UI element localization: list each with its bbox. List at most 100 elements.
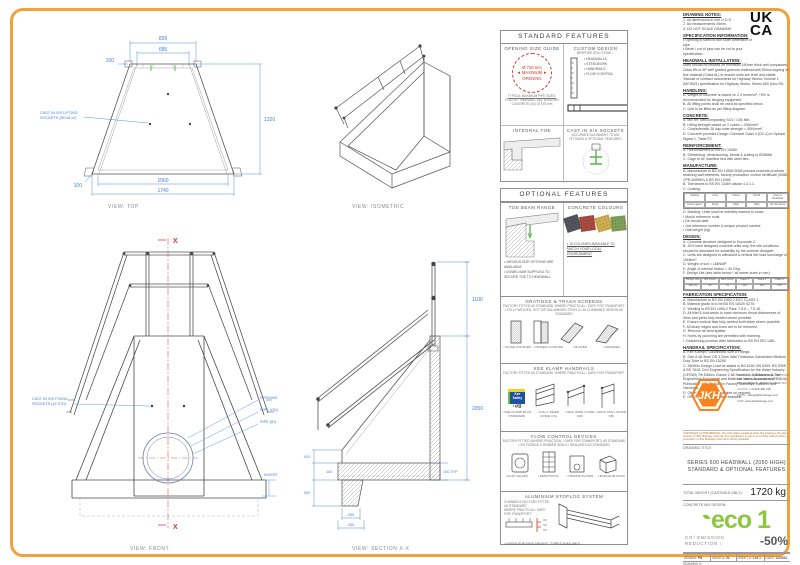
grating-sloped-icon [559, 322, 584, 344]
total-weight-value: 1720 kg [750, 487, 786, 499]
title-block: DRAWING TITLE: SERIES 600 HEADWALL (2050… [683, 444, 790, 565]
note-line: B. Tolerances to BS EN 13369 clause 4.3.… [683, 182, 755, 187]
gratings-note-1: FACTORY FITTED AS STANDARD 'WHERE PRACTI… [503, 304, 625, 308]
svg-text:JKH: JKH [698, 390, 721, 402]
kee-option-4: • BACK ONLY (CODE: KB) [595, 410, 627, 418]
note-line: 1. All dimensions in mm U.O.S. [683, 17, 732, 22]
gratings-title: GRATINGS & TRASH SCREENS [525, 299, 603, 304]
note-line: C. Cage to be machine tied with steel ti… [683, 157, 750, 162]
note-line: CONCRETE: [683, 112, 709, 118]
drawing-number-block: DRAWING #: 600-2050 [683, 562, 790, 565]
view-front-drawing: X X OPENING P [32, 238, 279, 531]
dim-300: 300 [304, 491, 310, 495]
pipe-size-note-1: PLASTIC TWINWALL (ID): Ø 600 mm [505, 98, 559, 103]
note-line: • De-mould date [683, 219, 709, 224]
grating-option-1: • CLOSE COUPLED [502, 345, 531, 349]
note-line: B. JKH have designed concrete units only… [683, 244, 779, 253]
note-line: MANUFACTURE: [683, 163, 718, 169]
note-line: B. Size 8 48.3mm OD 3.2mm Wall Thickness… [683, 354, 787, 364]
note-line: FABRICATION SPECIFICATION: [683, 292, 748, 298]
note-line: A. Manufacture to BS EN 13369:2008 preca… [683, 168, 789, 182]
note-section: MANUFACTURE:A. Manufacture to BS EN 1336… [683, 163, 789, 232]
socket-sketch [582, 143, 609, 175]
front-note-line1: CAST IN S/S FIXING [32, 397, 68, 401]
copyright-disclaimer: COPYRIGHT & CONFIDENTIAL: The informatio… [683, 430, 789, 442]
concrete-mix-block: CONCRETE MIX DESIGN: eco 1 CO² EMISSION … [683, 501, 790, 554]
stoplog-note-1: CHANNELS FACTORY FITTED AS STANDARD ' [504, 500, 550, 508]
orifice-plate-icon [569, 455, 584, 473]
dim-100-bottom: 100 [74, 183, 83, 189]
opening-size-guide-title: OPENING SIZE GUIDE [504, 46, 560, 51]
contact-key-3: EMAIL: [737, 392, 747, 397]
field-sheet: SHEET #: 1 of 1 [737, 554, 765, 562]
integral-toe-title: INTEGRAL TOE [513, 128, 551, 133]
flow-option-1: • FLAP VALVES [505, 474, 528, 478]
note-line: 2. All measurements ±5mm. [683, 22, 727, 27]
drawing-title-line1: SERIES 600 HEADWALL (2050 HIGH) [687, 460, 786, 466]
custom-design-title: CUSTOM DESIGN [573, 46, 618, 51]
kee-back-only-icon [600, 383, 615, 408]
top-note-line1: CAST IN S/S LIFTING [40, 111, 78, 115]
drawing-notes-column: DRAWING NOTES:1. All dimensions in mm U.… [683, 12, 789, 401]
swatch-green [610, 215, 627, 232]
kee-brand-2: Safety [512, 396, 523, 400]
custom-bullet-4: • FLOW CONTROL [584, 72, 614, 77]
custom-design-cell: CUSTOM DESIGN BESPOKE SOLUTIONS... • HEA… [564, 44, 627, 126]
note-line: D. All fillet & butt welds to have minim… [683, 311, 781, 320]
total-weight-row: TOTAL WEIGHT (CASTINGS ONLY): 1720 kg [683, 484, 790, 502]
optional-features-title: OPTIONAL FEATURES [501, 189, 627, 202]
cast-in-sockets-sub1: ACCURATE ALIGNMENT TO AID [571, 133, 620, 137]
grating-cranked-icon [594, 324, 619, 344]
note-line: • Opening is sized to suit outer dimensi… [683, 38, 753, 47]
note-line: A. Manufacture to BS EN 1090-2 EXC CLASS… [683, 297, 760, 302]
ukca-uk: UK [750, 9, 773, 26]
note-line: A. Concrete structure designed to Euroco… [683, 239, 756, 244]
stoplog-channel-icon [505, 518, 547, 532]
note-line: A. Reinforcement to BS EN 10080. [683, 148, 738, 153]
view-section-label: VIEW: SECTION X-X [352, 546, 410, 552]
note-section: HANDLING:A. Weight of concrete is based … [683, 88, 789, 112]
stoplog-title: ALUMINIUM STOPLOG SYSTEM [524, 494, 604, 499]
note-line: B. Lifting strength based on 2 cubes = 2… [683, 122, 760, 127]
pipe-sizes-note-title: TYPICAL MAXIMUM PIPE SIZES: [507, 94, 557, 98]
flow-control-section: FLOW CONTROL DEVICES FACTORY FITTED (WHE… [501, 431, 627, 491]
note-line: C. 360N/m Design Load as stated in BS 61… [683, 363, 788, 391]
colours-bullet: • 15 COLOURS AVAILABLE TO MATCH YOUR LOC… [567, 242, 615, 257]
kee-klamp-section: KEE KLAMP HANDRAILS FACTORY FITTED AS ST… [501, 363, 627, 431]
contact-key-1: ADDRESS: [737, 373, 752, 377]
custom-design-subtitle: BESPOKE SOLUTIONS... [576, 51, 615, 55]
note-line: A. Kee Klamp® Galvanised Size 8 Fittings… [683, 350, 751, 355]
co2-reduction-value: -50% [759, 534, 788, 549]
flow-note-1: FACTORY FITTED (WHERE PRACTICAL / SAFE F… [502, 439, 626, 443]
dim-2050: 2050 [472, 406, 483, 412]
kee-size-badge: ◔#8 [511, 404, 522, 410]
front-label-invert: INVERT [264, 473, 279, 477]
contact-val-3[interactable]: sales@jkhdrainage.com [747, 392, 779, 397]
flow-option-2: • PENSTOCKS [537, 474, 559, 478]
co2-reduction-row: CO² EMISSION REDUCTION ↓ -50% [683, 533, 790, 550]
toe-beam-colours-section: TOE BEAM RANGE • VARIOUS SIZE OPTIONS AR… [501, 202, 627, 296]
integral-toe-sketch [503, 137, 561, 171]
contact-val-4[interactable]: www.jkhdrainage.com [745, 398, 774, 403]
note-line: HEADWALL INSTALLATION: [683, 57, 741, 63]
front-label-pipe-od: PIPE (OD) [260, 408, 279, 412]
kee-klamp-title: KEE KLAMP HANDRAILS [533, 366, 595, 371]
opening-size-guide-cell: OPENING SIZE GUIDE Ø 720 mm ◄ MAXIMUM ► … [501, 44, 564, 126]
note-line: H. Holes by punching are permitted with … [683, 333, 761, 338]
co2-reduction-label: CO² EMISSION REDUCTION ↓ [685, 535, 725, 547]
note-line: F. All sharp edges and burrs are to be r… [683, 324, 758, 329]
field-issue: ISSUE #: 01 [711, 554, 737, 562]
note-line: A. Weight of concrete is based on 2.4 to… [683, 93, 770, 102]
drawing-title-line2: STANDARD & OPTIONAL FEATURES [687, 467, 786, 474]
front-label-pipe-id: PIPE (ID) [260, 420, 277, 424]
stoplog-stack-icon [558, 503, 620, 529]
note-line: A. Mix ref: Self-compacting SC4 / C50 Mi… [683, 118, 751, 123]
view-isometric-drawing [334, 44, 451, 189]
note-section: CONCRETE:A. Mix ref: Self-compacting SC4… [683, 113, 789, 141]
flow-option-3: • ORIFICE PLATES [566, 474, 594, 478]
flow-option-4: • BAFFLE BLOCKS [597, 474, 625, 478]
standard-features-panel: STANDARD FEATURES OPENING SIZE GUIDE Ø 7… [500, 30, 628, 183]
note-line: • Bevel / cut of pipe can be cut to your… [683, 47, 743, 56]
